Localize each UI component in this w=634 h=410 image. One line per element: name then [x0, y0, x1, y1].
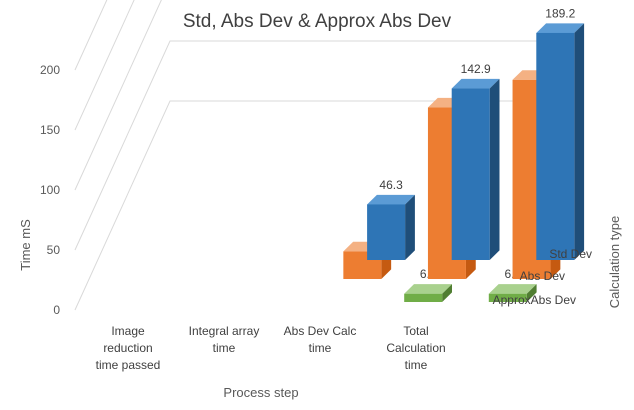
y-tick-label: 150 [40, 123, 60, 137]
data-label: 142.9 [461, 62, 491, 76]
bar [451, 88, 490, 261]
y-tick-label: 200 [40, 63, 60, 77]
y-tick-label: 0 [53, 303, 60, 317]
bar-top [451, 78, 500, 89]
gridline [74, 0, 108, 71]
category-label-line: Calculation [386, 341, 445, 355]
data-label: 46.3 [379, 178, 403, 192]
bar-side [489, 78, 500, 260]
gridline [74, 100, 545, 311]
y-tick-label: 100 [40, 183, 60, 197]
bar-side [574, 23, 585, 260]
series-label: Std Dev [549, 247, 592, 261]
bar [488, 293, 527, 302]
bar-top [488, 284, 537, 294]
x-axis-categories: Image reduction time passed Integral array t… [96, 324, 446, 372]
bar [536, 32, 575, 261]
category-label-line: reduction [103, 341, 152, 355]
y-tick-label: 50 [47, 243, 61, 257]
bar-top [367, 194, 415, 205]
category-label-line: time [309, 341, 332, 355]
category-label-line: time [405, 358, 428, 372]
category-label-line: Abs Dev Calc [284, 324, 357, 338]
bar-top [404, 284, 452, 294]
gridline [74, 40, 545, 251]
category-label-line: time passed [96, 358, 161, 372]
series-label: ApproxAbs Dev [493, 293, 576, 307]
gridline [74, 0, 162, 191]
bar [367, 204, 406, 260]
chart-title: Std, Abs Dev & Approx Abs Dev [183, 11, 452, 32]
bar-side [405, 194, 415, 260]
series-label: Abs Dev [520, 269, 565, 283]
category-label: Image reduction time passed [96, 324, 161, 372]
y-axis-title: Time mS [18, 219, 33, 271]
category-label-line: Image [111, 324, 145, 338]
depth-axis-title: Calculation type [607, 216, 622, 309]
gridline [74, 0, 135, 131]
x-axis-title: Process step [223, 385, 298, 400]
bar-top [536, 23, 585, 33]
gridlines [74, 0, 545, 311]
category-label-line: time [213, 341, 236, 355]
bar-side [442, 284, 452, 302]
data-label: 189.2 [545, 6, 575, 20]
bar [404, 293, 443, 302]
bar-side [526, 284, 537, 302]
category-label-line: Integral array [189, 324, 260, 338]
category-label: Abs Dev Calc time [284, 324, 357, 355]
y-axis-ticks: 0 50 100 150 200 [40, 63, 60, 317]
category-label: Integral array time [189, 324, 260, 355]
category-label-line: Total [403, 324, 428, 338]
